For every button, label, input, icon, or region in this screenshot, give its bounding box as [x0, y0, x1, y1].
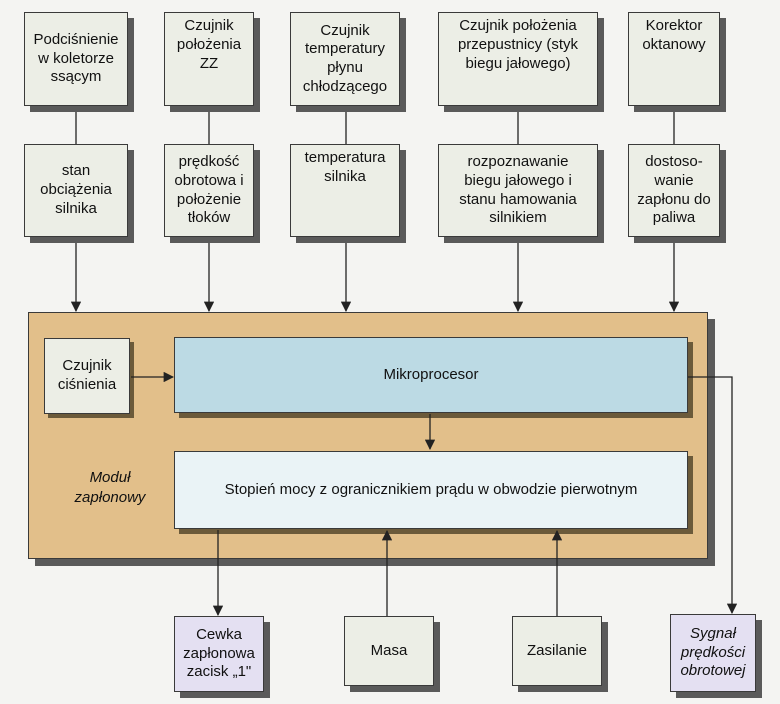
power-stage-box: Stopień mocy z ogranicznikiem prądu w ob… [174, 451, 688, 529]
sensor-throttle-position: Czujnik położenia przepustnicy (styk bie… [438, 12, 598, 106]
output-ignition-coil: Cewka zapłonowa zacisk „1" [174, 616, 264, 692]
signal-idle-detection: rozpoznawanie biegu jałowego i stanu ham… [438, 144, 598, 237]
module-label: Moduł zapłonowy [74, 469, 146, 506]
pressure-sensor-box: Czujnik ciśnienia [44, 338, 130, 414]
sensor-octane-corrector: Korektor oktanowy [628, 12, 720, 106]
signal-speed-piston-position: prędkość obrotowa i położenie tłoków [164, 144, 254, 237]
microprocessor-box: Mikroprocesor [174, 337, 688, 413]
sensor-coolant-temperature: Czujnik temperatury płynu chłodzącego [290, 12, 400, 106]
sensor-manifold-vacuum: Podciśnienie w koletorze ssącym [24, 12, 128, 106]
signal-engine-load: stan obciążenia silnika [24, 144, 128, 237]
sensor-crankshaft-position: Czujnik położenia ZZ [164, 12, 254, 106]
output-supply: Zasilanie [512, 616, 602, 686]
signal-fuel-adaptation: dostoso- wanie zapłonu do paliwa [628, 144, 720, 237]
signal-engine-temperature: temperatura silnika [290, 144, 400, 237]
output-speed-signal: Sygnał prędkości obrotowej [670, 614, 756, 692]
output-ground: Masa [344, 616, 434, 686]
